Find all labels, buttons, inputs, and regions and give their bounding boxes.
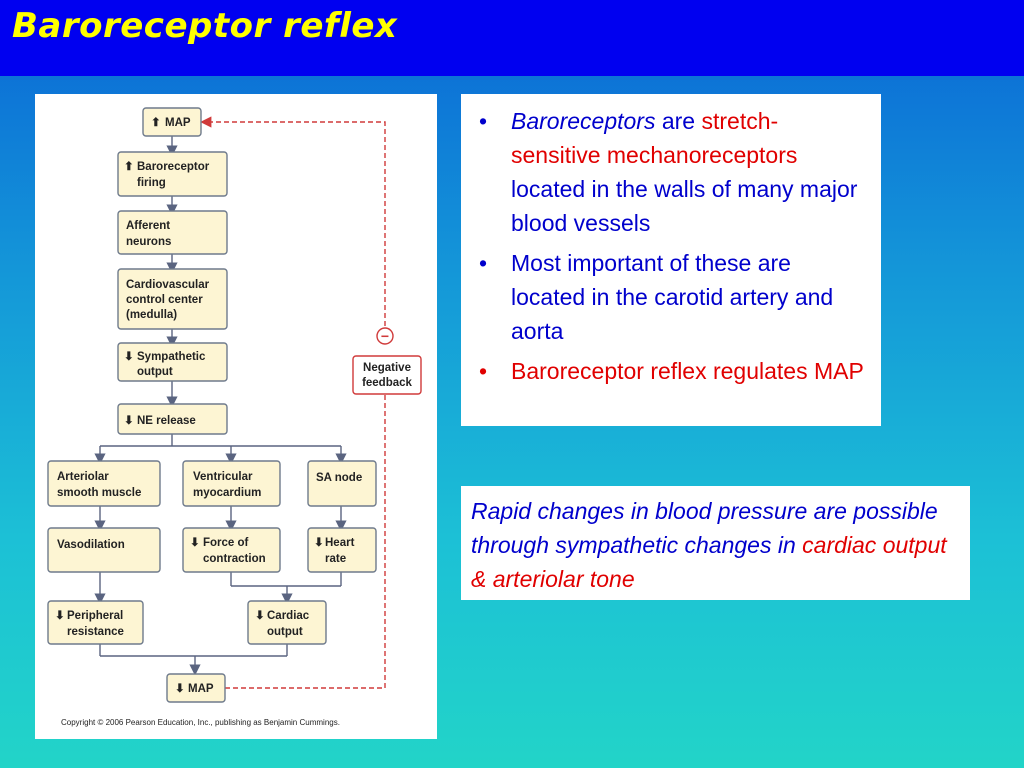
ventricular-myocardium-box (182, 460, 281, 507)
bullet-text: Baroreceptor reflex regulates MAP (511, 358, 864, 384)
box-label: Heart (325, 537, 355, 549)
down-arrow-icon: ⬇ (55, 610, 65, 622)
bullet-icon: • (479, 250, 488, 276)
negative-feedback-label: Negative (363, 362, 411, 374)
down-arrow-icon: ⬇ (175, 683, 185, 695)
box-label: (medulla) (126, 309, 177, 321)
bullet-list: • Baroreceptors are stretch-sensitive mec… (475, 104, 867, 388)
negative-feedback-box (352, 355, 422, 395)
sympathetic-output-box (117, 342, 228, 382)
bullet-text: are (655, 108, 702, 134)
box-label: MAP (165, 117, 191, 129)
feedback-line (225, 379, 386, 689)
flowchart-svg: − Negative feedback ⬆ MAP ⬆ Baroreceptor… (47, 107, 422, 727)
box-label: control center (126, 294, 203, 306)
bullet-text-highlight: stretch-sensitive mechanoreceptors (511, 108, 798, 168)
bullet-item: • Most important of these are located in … (475, 246, 867, 348)
bullet-text: Most important of these are located in t… (511, 250, 834, 344)
title-bar: Baroreceptor reflex (0, 0, 1024, 76)
map-increase-box (142, 107, 202, 137)
box-label: NE release (137, 415, 196, 427)
box-label: Cardiovascular (126, 279, 210, 291)
box-label: Vasodilation (57, 539, 125, 551)
copyright-notice: Copyright © 2006 Pearson Education, Inc.… (61, 718, 340, 727)
box-label: resistance (67, 626, 124, 638)
afferent-neurons-box (117, 210, 228, 255)
box-label: Arteriolar (57, 471, 109, 483)
box-label: Ventricular (193, 471, 253, 483)
up-arrow-icon: ⬆ (151, 116, 161, 129)
map-decrease-box (166, 673, 226, 703)
box-label: Peripheral (67, 610, 123, 622)
negative-feedback-label: feedback (362, 377, 412, 389)
vasodilation-box (47, 527, 161, 573)
down-arrow-icon: ⬇ (255, 610, 265, 622)
down-arrow-icon: ⬇ (124, 415, 134, 427)
negative-sign-circle (376, 327, 394, 345)
box-label: Baroreceptor (137, 161, 210, 173)
bullet-item: • Baroreceptors are stretch-sensitive mec… (475, 104, 867, 240)
baroreceptor-flowchart: − Negative feedback ⬆ MAP ⬆ Baroreceptor… (35, 94, 437, 739)
bullet-text: Baroreceptors (511, 108, 656, 134)
box-label: firing (137, 177, 166, 189)
box-label: Force of (203, 537, 249, 549)
baroreceptor-firing-box (117, 151, 228, 197)
box-label: Afferent (126, 220, 170, 232)
box-label: smooth muscle (57, 487, 141, 499)
box-label: rate (325, 553, 346, 565)
force-of-contraction-box (182, 527, 281, 573)
bullet-item: • Baroreceptor reflex regulates MAP (475, 354, 867, 388)
arteriolar-smooth-muscle-box (47, 460, 161, 507)
box-label: myocardium (193, 487, 261, 499)
down-arrow-icon: ⬇ (124, 351, 134, 363)
up-arrow-icon: ⬆ (124, 160, 134, 173)
box-label: Sympathetic (137, 351, 206, 363)
cardiac-output-box (247, 600, 327, 645)
box-label: MAP (188, 683, 214, 695)
sa-node-box (307, 460, 377, 507)
box-label: neurons (126, 236, 171, 248)
bullet-icon: • (479, 108, 488, 134)
rapid-changes-box: Rapid changes in blood pressure are poss… (461, 486, 970, 600)
box-label: output (137, 366, 173, 378)
down-arrow-icon: ⬇ (190, 537, 200, 549)
cardiovascular-control-center-box (117, 268, 228, 330)
box-label: contraction (203, 553, 266, 565)
rapid-text: Rapid changes in blood pressure are poss… (471, 498, 938, 558)
ne-release-box (117, 403, 228, 435)
heart-rate-box (307, 527, 377, 573)
key-points-box: • Baroreceptors are stretch-sensitive mec… (461, 94, 881, 426)
minus-sign: − (381, 328, 389, 344)
rapid-text: in (771, 532, 803, 558)
bullet-text: located in the walls of many major blood… (511, 176, 858, 236)
down-arrow-icon: ⬇ (314, 537, 324, 549)
box-label: output (267, 626, 303, 638)
rapid-text-highlight: cardiac output & arteriolar tone (471, 532, 947, 592)
box-label: Cardiac (267, 610, 310, 622)
peripheral-resistance-box (47, 600, 144, 645)
box-label: SA node (316, 472, 362, 484)
bullet-icon: • (479, 358, 488, 384)
slide-title: Baroreceptor reflex (12, 6, 398, 46)
feedback-line (200, 116, 386, 326)
